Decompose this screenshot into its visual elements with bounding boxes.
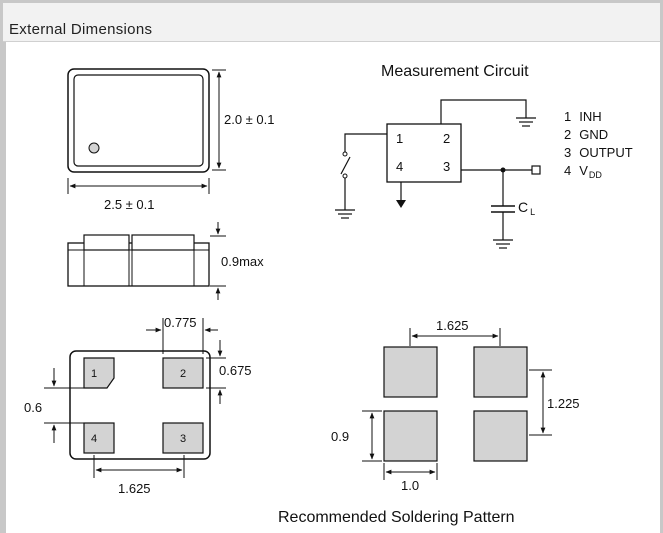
- ic-pin-4: 4: [396, 159, 403, 174]
- package-lid: [73, 74, 204, 167]
- section-title: External Dimensions: [9, 21, 153, 38]
- pin1-marker: [88, 142, 100, 154]
- side-view: 0.9max: [67, 222, 264, 300]
- pad-label-4: 4: [91, 433, 97, 445]
- circuit-title: Measurement Circuit: [381, 63, 529, 80]
- pad-pitch-h-dim-label: 1.625: [118, 481, 151, 496]
- solder-pad-bl: [383, 410, 438, 462]
- pad-label-1: 1: [91, 368, 97, 380]
- ic-pin-3: 3: [443, 159, 450, 174]
- ic-pin-1: 1: [396, 131, 403, 146]
- solder-pad-width-label: 1.0: [401, 478, 419, 493]
- solder-pitch-h-label: 1.625: [436, 318, 469, 333]
- soldering-title: Recommended Soldering Pattern: [278, 509, 515, 526]
- pad-pitch-v-dim-label: 0.6: [24, 400, 42, 415]
- measurement-circuit: Measurement Circuit 1 2 4 3: [335, 63, 633, 249]
- package-outline-top: [67, 68, 210, 173]
- solder-pad-tl: [383, 346, 438, 398]
- solder-pad-tr: [473, 346, 528, 398]
- output-terminal: [531, 165, 541, 175]
- height-dim-label: 2.0 ± 0.1: [224, 112, 275, 127]
- solder-pad-height-label: 0.9: [331, 429, 349, 444]
- solder-pitch-v-label: 1.225: [547, 396, 580, 411]
- pad-height-dim-label: 0.675: [219, 363, 252, 378]
- lid-left: [83, 234, 130, 251]
- pad-width-dim-label: 0.775: [164, 315, 197, 330]
- width-dim-label: 2.5 ± 0.1: [104, 197, 155, 212]
- pad-1: [83, 357, 115, 389]
- pad-4: [83, 422, 115, 454]
- ic-box: [386, 123, 462, 183]
- pad-label-3: 3: [180, 433, 186, 445]
- switch: [340, 156, 351, 175]
- vdd-supply-arrow: [396, 200, 406, 208]
- top-view: 2.0 ± 0.1 2.5 ± 0.1: [67, 68, 275, 212]
- solder-pad-br: [473, 410, 528, 462]
- soldering-pattern: 1.625 1.225 0.9 1.0 Recommended Solderin…: [278, 318, 580, 526]
- section-header: External Dimensions: [3, 3, 660, 42]
- thickness-dim-label: 0.9max: [221, 254, 264, 269]
- lid-right: [131, 234, 195, 251]
- ic-pin-2: 2: [443, 131, 450, 146]
- left-rule: [3, 42, 6, 533]
- pad-view: 1 2 3 4 0.775 0.675 0.6 1.625: [24, 315, 252, 496]
- pad-2: [162, 357, 204, 389]
- pad-3: [162, 422, 204, 454]
- pad-label-2: 2: [180, 368, 186, 380]
